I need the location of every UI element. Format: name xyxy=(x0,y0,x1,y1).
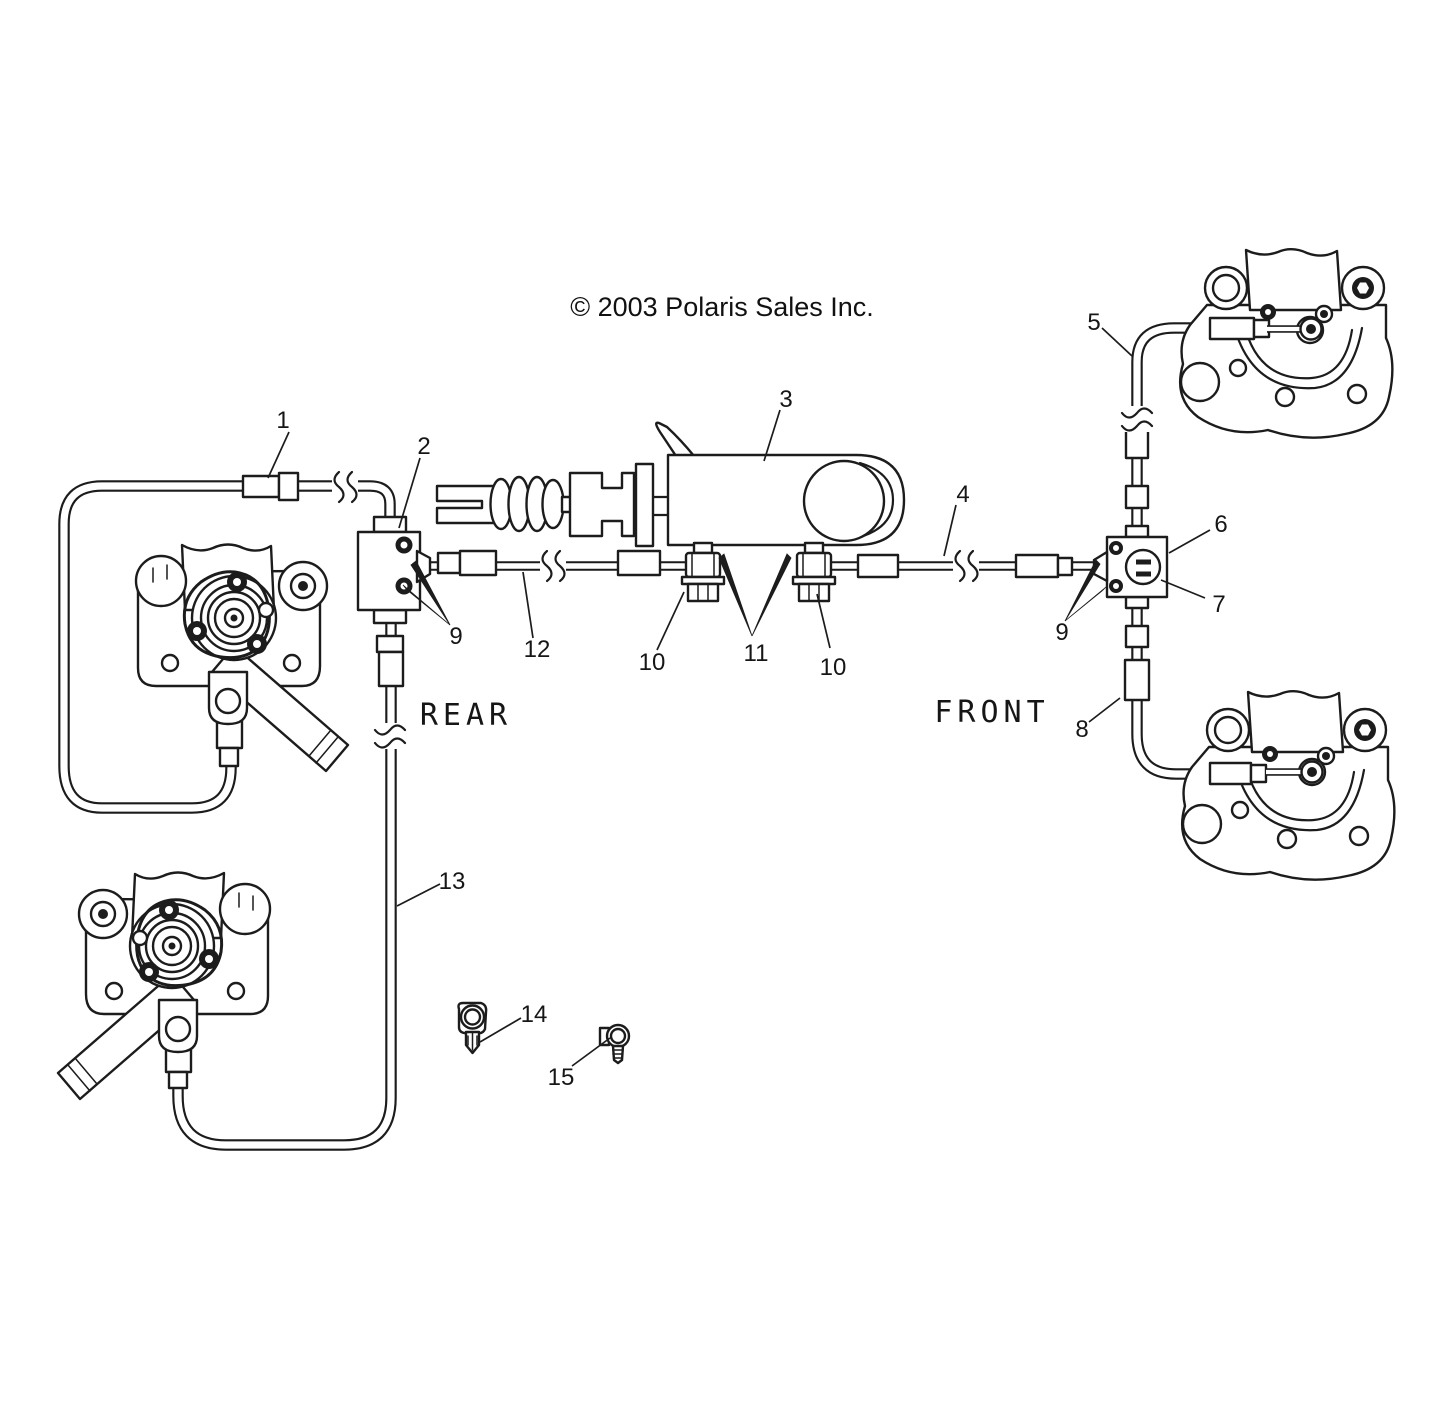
callout-5: 5 xyxy=(1087,309,1100,336)
callout-3: 3 xyxy=(779,386,792,413)
callout-4: 4 xyxy=(956,481,969,508)
callout-10-left: 10 xyxy=(639,649,666,676)
reservoir-circle xyxy=(802,459,886,543)
callout-8: 8 xyxy=(1075,716,1088,743)
banjo-bolt-left xyxy=(680,541,726,603)
piston-cap xyxy=(568,471,636,538)
front-caliper-upper xyxy=(1178,248,1394,439)
caliper-hose-ends xyxy=(1208,316,1324,786)
callout-14: 14 xyxy=(521,1001,548,1028)
callout-12: 12 xyxy=(524,636,551,663)
hose-clamp xyxy=(598,1023,631,1065)
master-cylinder xyxy=(435,421,906,603)
banjo-bolt-right xyxy=(791,541,837,603)
label-rear: REAR xyxy=(420,698,512,733)
callout-7: 7 xyxy=(1212,591,1225,618)
callout-numbers: 1 2 3 4 5 6 7 8 9 9 10 10 11 12 13 14 15 xyxy=(276,309,1227,1091)
copyright-text: © 2003 Polaris Sales Inc. xyxy=(570,292,874,322)
callout-15: 15 xyxy=(548,1064,575,1091)
clevis xyxy=(435,484,499,525)
callout-leaders xyxy=(267,327,1211,1067)
front-caliper-lower xyxy=(1180,690,1396,881)
label-front: FRONT xyxy=(934,695,1049,730)
boot xyxy=(489,475,565,533)
callout-6: 6 xyxy=(1214,511,1227,538)
callout-1: 1 xyxy=(276,407,289,434)
callout-11: 11 xyxy=(744,640,769,667)
junction-port-circle xyxy=(1124,548,1162,586)
front-junction-block xyxy=(1092,524,1169,610)
master-cylinder-lever xyxy=(655,421,696,458)
callout-10-right: 10 xyxy=(820,654,847,681)
callout-9-rear: 9 xyxy=(449,623,462,650)
hose-clip xyxy=(457,1001,488,1055)
rear-caliper-lower xyxy=(56,871,272,1101)
line-fittings xyxy=(164,426,1151,1090)
callout-13: 13 xyxy=(439,868,466,895)
mounting-flange xyxy=(634,462,655,548)
callout-2: 2 xyxy=(417,433,430,460)
callout-9-front: 9 xyxy=(1055,619,1068,646)
